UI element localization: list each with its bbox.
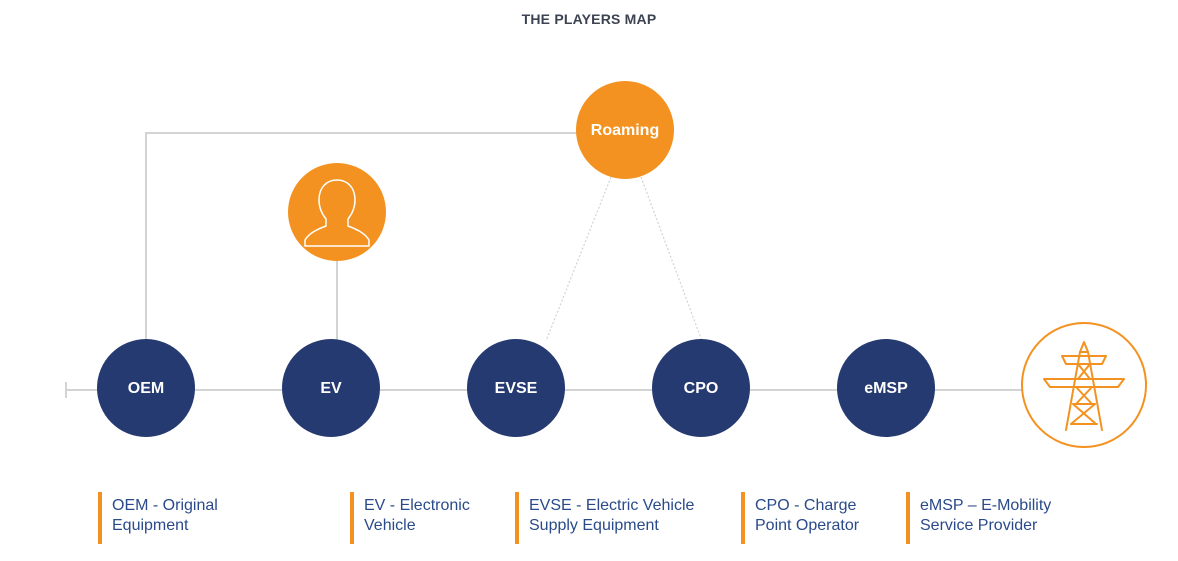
legend-item-cpo: CPO - Charge Point Operator	[741, 492, 891, 544]
person-icon	[304, 179, 370, 247]
legend-evse-line1: EVSE - Electric Vehicle	[529, 497, 695, 514]
person-node	[288, 163, 386, 261]
roaming-evse-line	[545, 176, 612, 342]
legend-ev-line2: Vehicle	[364, 517, 416, 534]
legend-oem-line1: OEM - Original	[112, 497, 218, 514]
legend-oem-line2: Equipment	[112, 517, 189, 534]
evse-label: EVSE	[495, 380, 538, 397]
legend-emsp-line1: eMSP – E-Mobility	[920, 497, 1052, 514]
diagram-title: THE PLAYERS MAP	[521, 11, 657, 27]
evse-node: EVSE	[467, 339, 565, 437]
ev-node: EV	[282, 339, 380, 437]
power-tower-icon	[1043, 341, 1125, 431]
legend-emsp-line2: Service Provider	[920, 517, 1038, 534]
cpo-label: CPO	[684, 380, 719, 397]
legend-evse-line2: Supply Equipment	[529, 517, 659, 534]
oem-roaming-line	[145, 132, 578, 340]
roaming-node: Roaming	[576, 81, 674, 179]
ev-label: EV	[320, 380, 342, 397]
emsp-label: eMSP	[864, 380, 908, 397]
legend-item-emsp: eMSP – E-Mobility Service Provider	[906, 492, 1086, 544]
roaming-cpo-line	[640, 176, 703, 342]
roaming-label: Roaming	[591, 122, 659, 139]
legend-cpo-line1: CPO - Charge	[755, 497, 857, 514]
legend-ev-line1: EV - Electronic	[364, 497, 470, 514]
legend-cpo-line2: Point Operator	[755, 517, 860, 534]
power-grid-node	[1021, 322, 1147, 448]
cpo-node: CPO	[652, 339, 750, 437]
legend-item-evse: EVSE - Electric Vehicle Supply Equipment	[515, 492, 725, 544]
legend-item-oem: OEM - Original Equipment	[98, 492, 298, 544]
emsp-node: eMSP	[837, 339, 935, 437]
legend-item-ev: EV - Electronic Vehicle	[350, 492, 500, 544]
oem-node: OEM	[97, 339, 195, 437]
oem-label: OEM	[128, 380, 164, 397]
